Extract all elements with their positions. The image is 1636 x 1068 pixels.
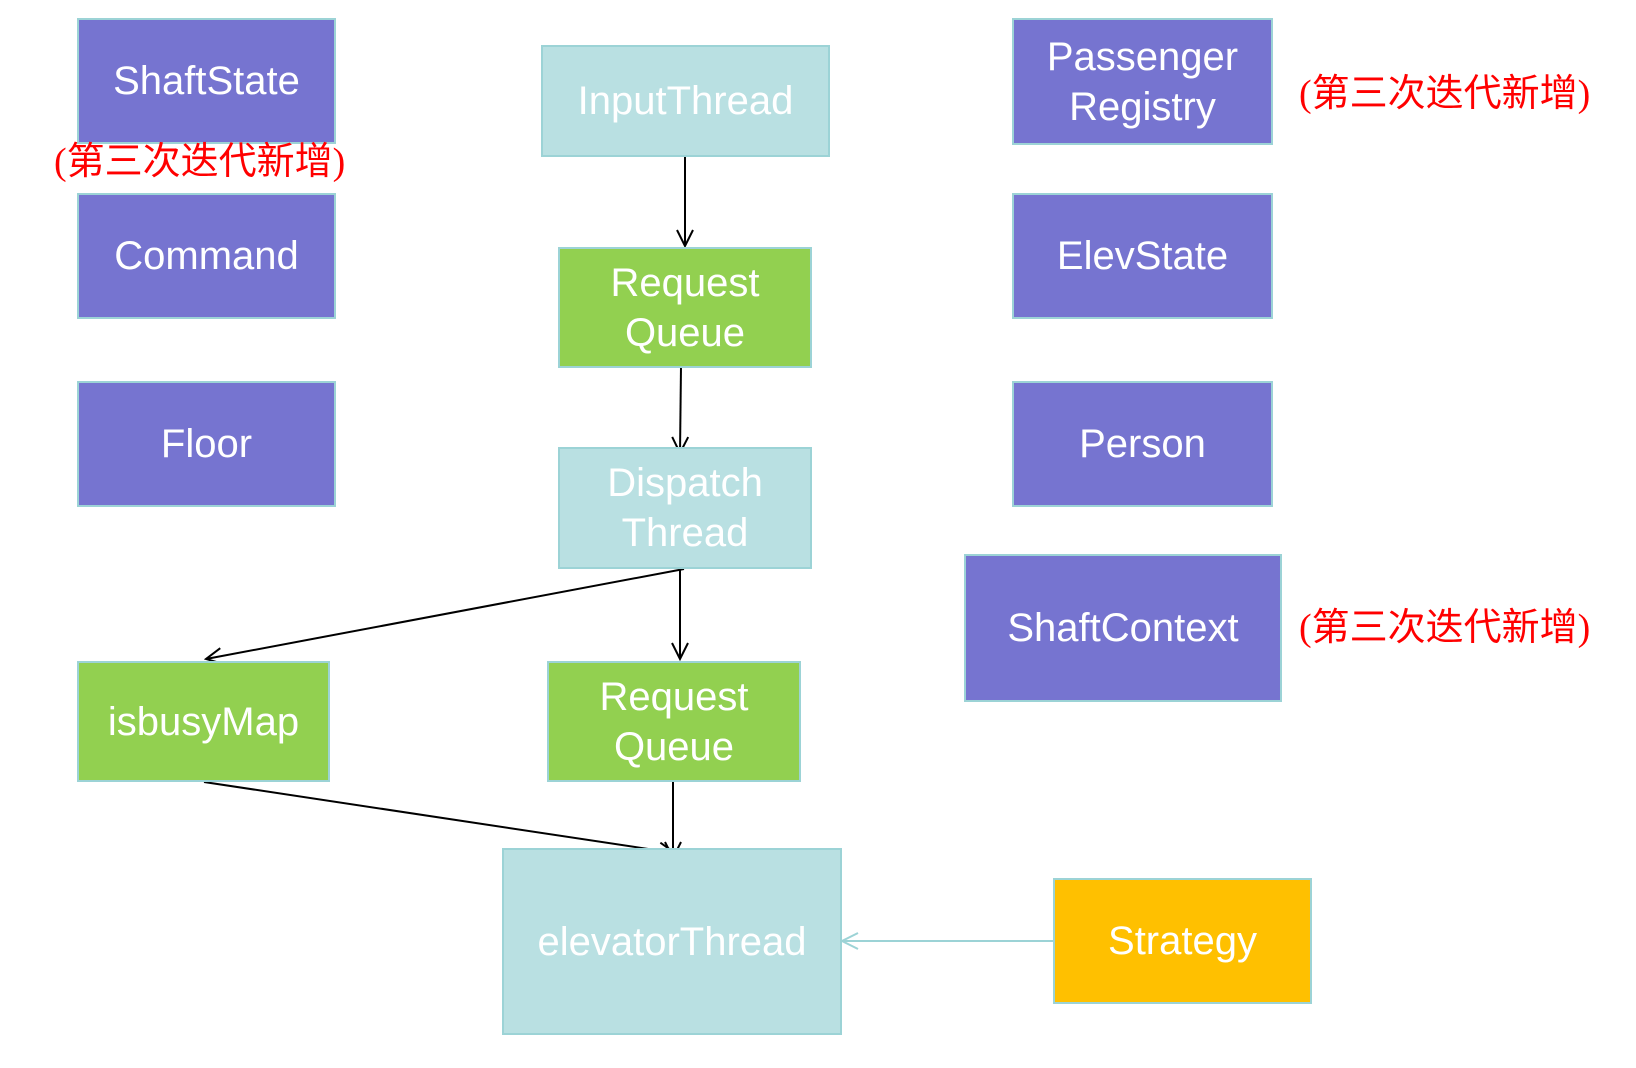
request-queue-node-2: Request Queue [547, 661, 801, 782]
shaft-context-node: ShaftContext [964, 554, 1282, 702]
floor-node: Floor [77, 381, 336, 507]
request-queue-node-1: Request Queue [558, 247, 812, 368]
passenger-registry-note: (第三次迭代新增) [1299, 73, 1591, 115]
command-node: Command [77, 193, 336, 319]
edge-request-queue-to-dispatch [680, 365, 681, 453]
edge-dispatch-to-isbusymap [206, 568, 685, 659]
edge-isbusymap-to-elevator [203, 781, 675, 853]
shaft-context-note: (第三次迭代新增) [1299, 607, 1591, 649]
dispatch-thread-node: Dispatch Thread [558, 447, 812, 569]
elevator-thread-node: elevatorThread [502, 848, 842, 1035]
person-node: Person [1012, 381, 1273, 507]
strategy-node: Strategy [1053, 878, 1312, 1004]
input-thread-node: InputThread [541, 45, 830, 157]
elev-state-node: ElevState [1012, 193, 1273, 319]
shaft-state-node: ShaftState [77, 18, 336, 144]
isbusymap-node: isbusyMap [77, 661, 330, 782]
passenger-registry-node: Passenger Registry [1012, 18, 1273, 145]
shaft-state-note: (第三次迭代新增) [54, 141, 346, 183]
